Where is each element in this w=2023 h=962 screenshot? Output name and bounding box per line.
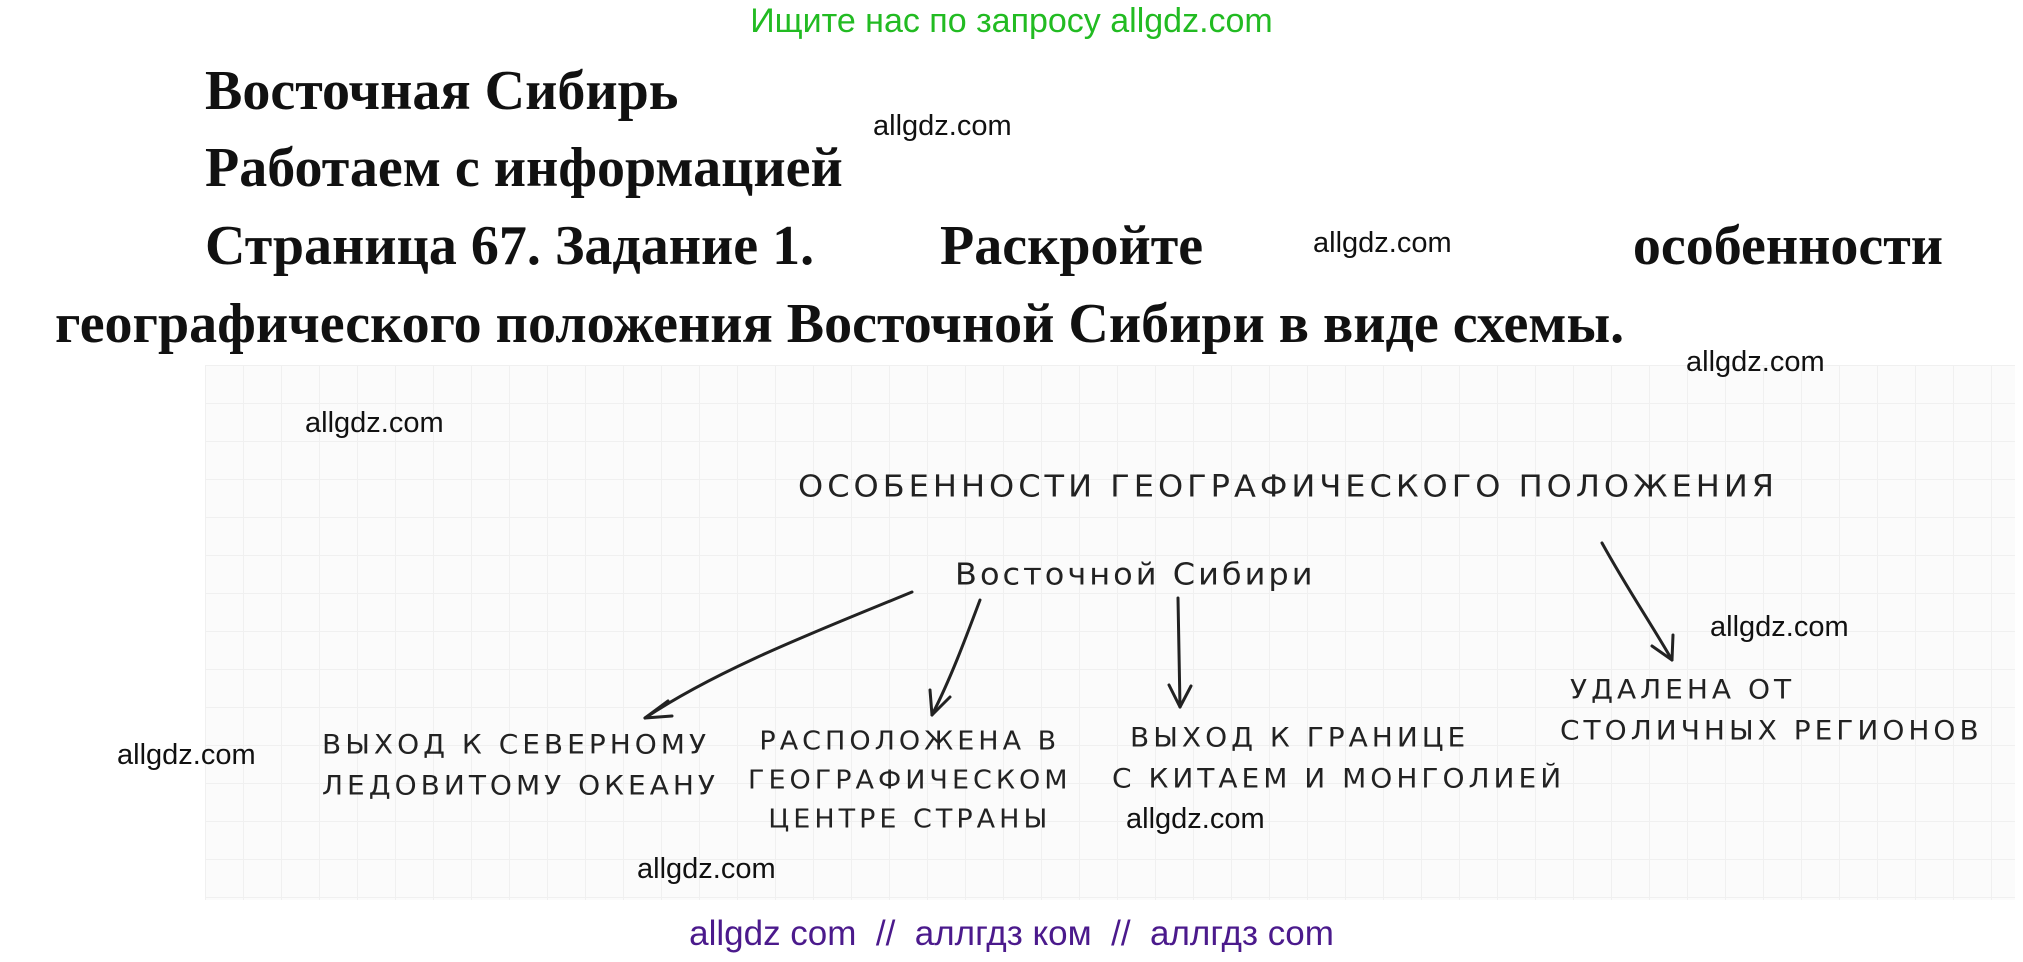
- diagram-title: Особенности географического положения: [798, 467, 1779, 505]
- diagram-node-line: Удалена от: [1570, 673, 1796, 706]
- task-text-part2: особенности: [1632, 215, 1943, 277]
- bottom-banner[interactable]: allgdz com // аллгдз ком // аллгдз com: [689, 914, 1334, 953]
- diagram-node-line: Ледовитому океану: [322, 769, 719, 801]
- diagram-node-line: центре страны: [768, 805, 1052, 835]
- watermark: allgdz.com: [1686, 346, 1825, 378]
- task-text-part3: географического положения Восточной Сиби…: [55, 293, 1625, 355]
- diagram-node-remote: Удалена от столичных регионов: [1560, 670, 1983, 751]
- diagram-node-line: Выход к границе: [1130, 721, 1470, 754]
- diagram-node-line: с Китаем и Монголией: [1112, 762, 1566, 794]
- diagram-node-border: Выход к границе с Китаем и Монголией: [1112, 718, 1565, 799]
- watermark: allgdz.com: [1313, 227, 1452, 259]
- handwritten-scheme-image: [205, 365, 2015, 900]
- diagram-node-line: Выход к Северному: [322, 728, 711, 761]
- task-text-part1: Раскройте: [940, 215, 1204, 277]
- diagram-subtitle: Восточной Сибири: [955, 555, 1316, 593]
- diagram-node-line: географическом: [748, 765, 1072, 796]
- diagram-node-line: Расположена в: [759, 726, 1061, 757]
- watermark: allgdz.com: [305, 407, 444, 439]
- watermark: allgdz.com: [637, 853, 776, 885]
- subsection-title: Работаем с информацией: [205, 137, 843, 199]
- diagram-node-center: Расположена в географическом центре стра…: [748, 722, 1072, 839]
- task-label: Страница 67. Задание 1.: [205, 215, 815, 277]
- diagram-node-line: столичных регионов: [1560, 714, 1983, 746]
- watermark: allgdz.com: [1126, 803, 1265, 835]
- watermark: allgdz.com: [873, 110, 1012, 142]
- top-banner[interactable]: Ищите нас по запросу allgdz.com: [750, 2, 1273, 40]
- diagram-node-north-ocean: Выход к Северному Ледовитому океану: [322, 725, 719, 806]
- watermark: allgdz.com: [117, 739, 256, 771]
- watermark: allgdz.com: [1710, 611, 1849, 643]
- section-title: Восточная Сибирь: [205, 60, 679, 122]
